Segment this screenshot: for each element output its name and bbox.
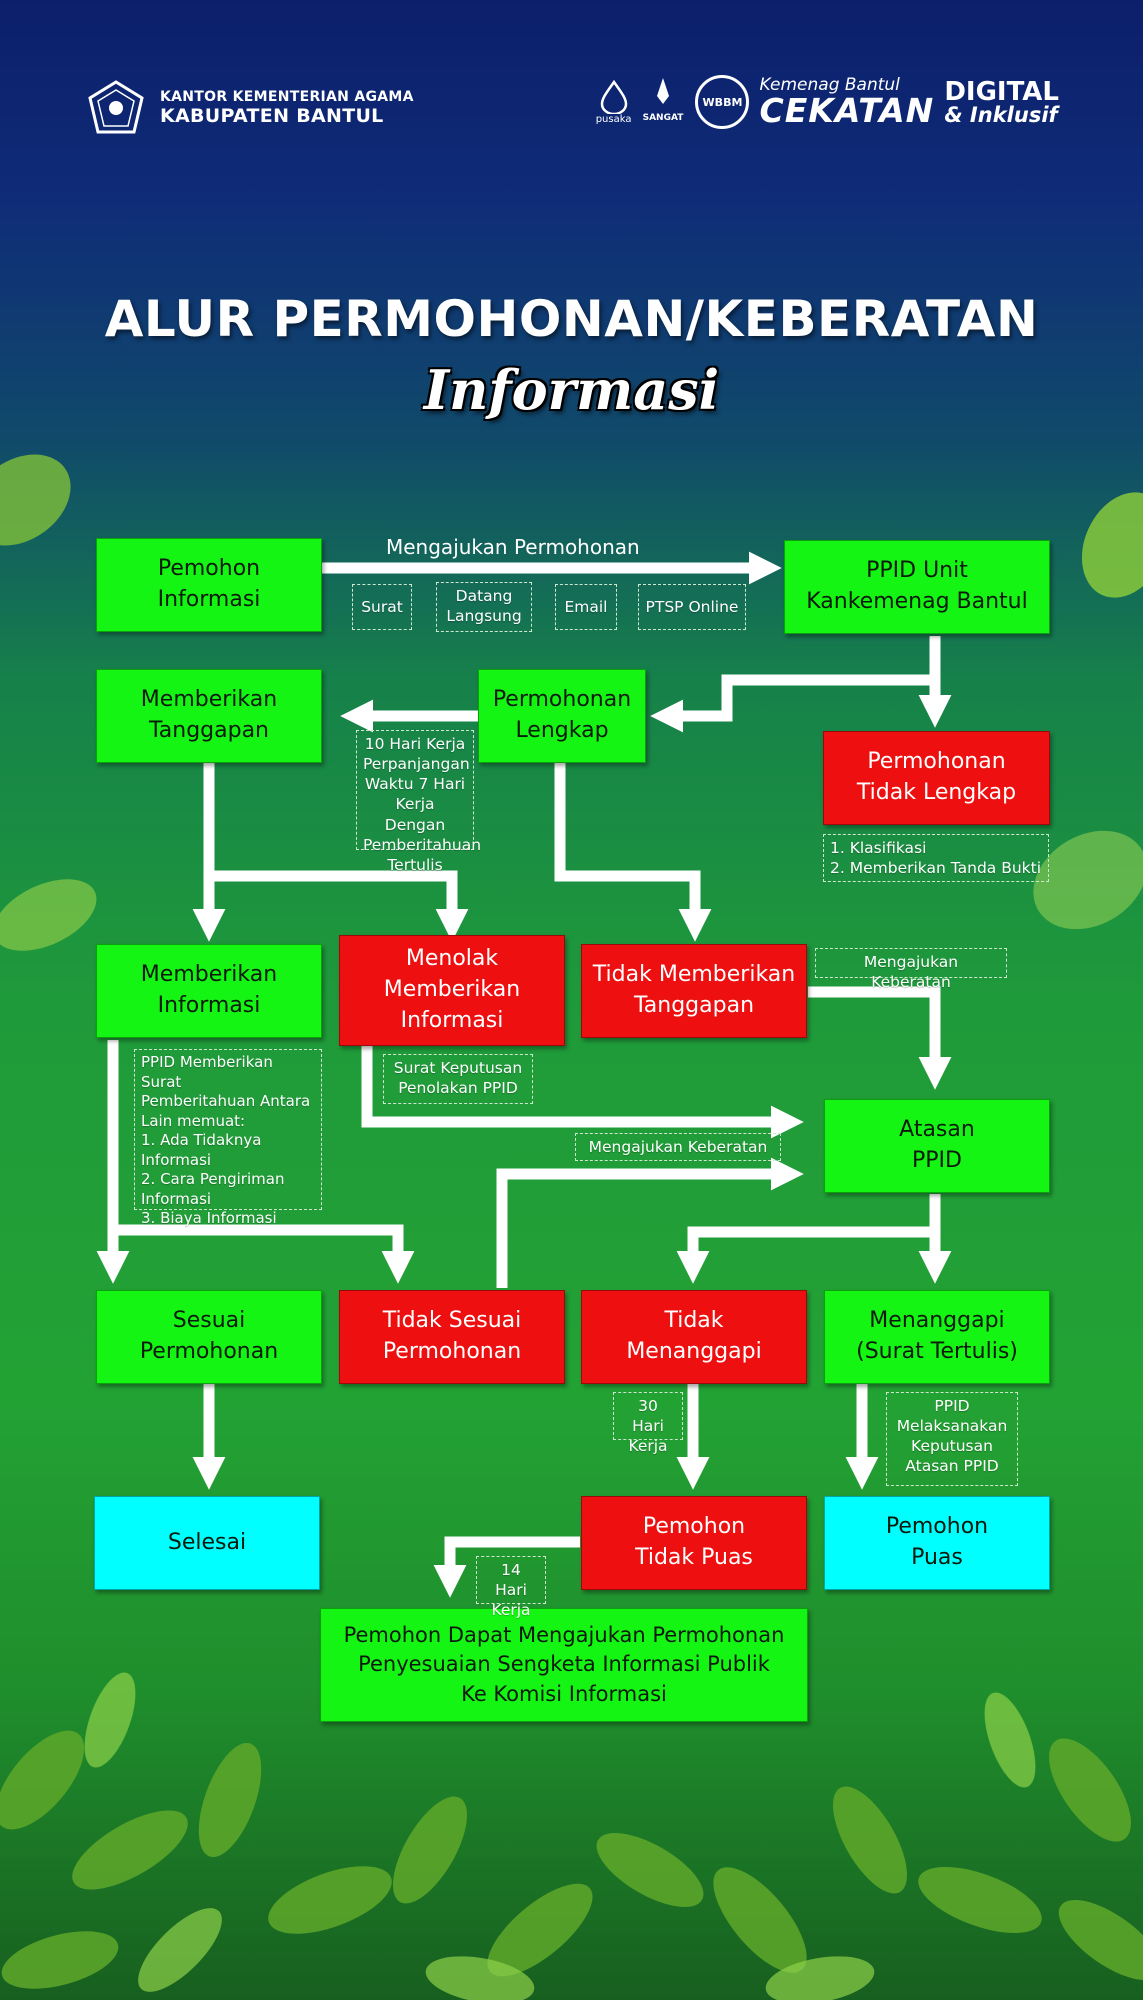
label-mengajukan-permohonan: Mengajukan Permohonan bbox=[386, 535, 640, 559]
arrow-tidak-sesuai-to-atasan bbox=[496, 1157, 804, 1288]
pusaka-label: pusaka bbox=[595, 113, 632, 125]
arrow-atasan-to-tidak-menanggapi bbox=[676, 1226, 935, 1284]
arrow-tidak-memberikan-to-atasan bbox=[808, 986, 952, 1090]
note-14-hari: 14 Hari Kerja bbox=[476, 1556, 546, 1619]
arrow-tidak-puas-to-komisi bbox=[433, 1536, 580, 1598]
cekatan-top: Kemenag Bantul bbox=[759, 75, 900, 95]
org-name-line2: KABUPATEN BANTUL bbox=[160, 105, 384, 127]
wbbm-badge: WBBM bbox=[695, 75, 750, 129]
arrow-menolak-to-atasan bbox=[361, 1043, 804, 1139]
node-atasan-ppid: Atasan PPID bbox=[824, 1099, 1050, 1193]
svg-text:SANGAT: SANGAT bbox=[643, 113, 685, 123]
node-memberikan-tanggapan: Memberikan Tanggapan bbox=[96, 669, 322, 763]
pusaka-drop-icon bbox=[600, 79, 627, 114]
arrow-informasi-to-tidak-sesuai bbox=[113, 1224, 415, 1284]
sangat-logo-icon: SANGAT bbox=[643, 78, 685, 123]
page-subtitle: Informasi bbox=[423, 358, 720, 422]
note-waktu-tanggapan: 10 Hari Kerja Perpanjangan Waktu 7 Hari … bbox=[356, 730, 481, 874]
node-tidak-memberikan-tanggapan: Tidak Memberikan Tanggapan bbox=[581, 944, 807, 1038]
note-ppid-melaksanakan: PPID Melaksanakan Keputusan Atasan PPID bbox=[886, 1392, 1018, 1486]
cekatan-main: CEKATAN bbox=[759, 91, 935, 130]
digital-inklusif-logo: DIGITAL & Inklusif bbox=[944, 79, 1059, 126]
org-name-line1: KANTOR KEMENTERIAN AGAMA bbox=[160, 89, 414, 105]
kemenag-emblem-icon bbox=[88, 80, 144, 134]
channel-email: Email bbox=[555, 584, 617, 630]
node-permohonan-tidak-lengkap: Permohonan Tidak Lengkap bbox=[823, 731, 1050, 825]
node-ppid-unit: PPID Unit Kankemenag Bantul bbox=[784, 540, 1050, 634]
pusaka-logo: pusaka bbox=[595, 79, 632, 125]
node-komisi-informasi: Pemohon Dapat Mengajukan Permohonan Peny… bbox=[320, 1608, 808, 1722]
node-pemohon-tidak-puas: Pemohon Tidak Puas bbox=[581, 1496, 807, 1590]
digital-bottom: & Inklusif bbox=[944, 102, 1058, 127]
arrow-ppid-to-lengkap bbox=[650, 636, 941, 733]
channel-surat: Surat bbox=[352, 584, 412, 630]
node-sesuai-permohonan: Sesuai Permohonan bbox=[96, 1290, 322, 1384]
node-menolak-memberikan-informasi: Menolak Memberikan Informasi bbox=[339, 935, 565, 1046]
note-mengajukan-keberatan-2: Mengajukan Keberatan bbox=[575, 1133, 781, 1161]
node-pemohon-informasi: Pemohon Informasi bbox=[96, 538, 322, 632]
note-surat-penolakan: Surat Keputusan Penolakan PPID bbox=[383, 1054, 533, 1104]
node-permohonan-lengkap: Permohonan Lengkap bbox=[478, 669, 646, 763]
note-mengajukan-keberatan-1: Mengajukan Keberatan bbox=[815, 948, 1007, 991]
channel-datang-langsung: Datang Langsung bbox=[436, 582, 532, 632]
node-menanggapi: Menanggapi (Surat Tertulis) bbox=[824, 1290, 1050, 1384]
arrow-tanggapan-to-menolak bbox=[209, 870, 469, 942]
node-selesai: Selesai bbox=[94, 1496, 320, 1590]
arrow-lengkap-to-tidak-memberikan bbox=[554, 763, 712, 942]
cekatan-logo: Kemenag Bantul CEKATAN bbox=[759, 75, 935, 130]
note-klasifikasi: 1. Klasifikasi 2. Memberikan Tanda Bukti bbox=[823, 834, 1049, 882]
partner-logos: pusaka SANGAT WBBM Kemenag Bantul CEKATA… bbox=[596, 74, 1059, 130]
note-30-hari: 30 Hari Kerja bbox=[613, 1392, 683, 1455]
note-surat-pemberitahuan: PPID Memberikan Surat Pemberitahuan Anta… bbox=[134, 1049, 322, 1227]
node-pemohon-puas: Pemohon Puas bbox=[824, 1496, 1050, 1590]
digital-top: DIGITAL bbox=[944, 76, 1059, 107]
channel-ptsp-online: PTSP Online bbox=[638, 584, 746, 630]
node-tidak-sesuai-permohonan: Tidak Sesuai Permohonan bbox=[339, 1290, 565, 1384]
page-title: ALUR PERMOHONAN/KEBERATAN bbox=[104, 290, 1039, 348]
node-memberikan-informasi: Memberikan Informasi bbox=[96, 944, 322, 1038]
header-organization: KANTOR KEMENTERIAN AGAMA KABUPATEN BANTU… bbox=[86, 80, 414, 136]
node-tidak-menanggapi: Tidak Menanggapi bbox=[581, 1290, 807, 1384]
